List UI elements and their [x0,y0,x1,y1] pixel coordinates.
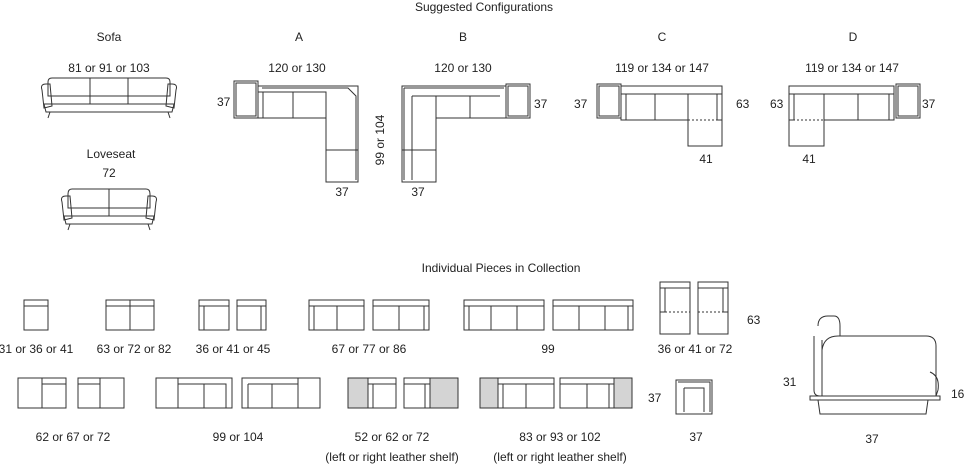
piece-2-dimension: 63 or 72 or 82 [96,342,172,356]
config-b-leg: 37 [411,185,425,199]
config-a-title: A [294,30,304,44]
config-c-right: 63 [736,97,750,111]
side-view-height: 31 [783,375,797,389]
piece-10-drawing [479,377,633,409]
config-d-left: 63 [770,97,784,111]
config-c-left: 37 [574,97,588,111]
piece-8-dimension: 99 or 104 [212,430,264,444]
config-a-depth: 99 or 104 [373,114,387,166]
piece-9-drawing [347,377,459,409]
piece-1-drawing [23,299,49,331]
piece-3-drawing [198,299,267,331]
piece-4-dimension: 67 or 77 or 86 [331,342,407,356]
config-d-chaise: 41 [802,152,816,166]
piece-1-dimension: 31 or 36 or 41 [0,342,74,356]
piece-11-drawing [675,379,713,415]
piece-4-drawing [308,299,430,331]
individual-pieces-heading: Individual Pieces in Collection [421,261,581,275]
piece-2-drawing [105,299,155,331]
piece-8-drawing [155,377,321,409]
side-view-arm: 16 [951,387,965,401]
config-a-width: 120 or 130 [268,61,326,75]
piece-7-drawing [17,377,125,409]
piece-6-drawing [659,281,729,335]
piece-11-side: 37 [648,391,662,405]
config-d-title: D [848,30,858,44]
config-d-width: 119 or 134 or 147 [805,61,899,75]
piece-6-dimension: 36 or 41 or 72 [657,342,733,356]
config-a-side: 37 [217,95,231,109]
config-a-leg: 37 [335,185,349,199]
loveseat-dimension: 72 [102,166,116,180]
piece-6-side: 63 [747,313,761,327]
config-c-chaise: 41 [699,152,713,166]
piece-5-drawing [463,299,634,331]
config-b-title: B [458,30,468,44]
loveseat-drawing [61,188,157,231]
config-b-side: 37 [534,97,548,111]
config-d-right: 37 [922,97,936,111]
sofa-drawing [41,77,177,119]
piece-11-dimension: 37 [689,430,703,444]
piece-9-dimension: 52 or 62 or 72 [354,430,430,444]
sofa-dimension: 81 or 91 or 103 [68,61,150,75]
sofa-title: Sofa [96,30,122,44]
piece-10-dimension: 83 or 93 or 102 [519,430,601,444]
config-c-drawing [596,83,723,147]
piece-5-dimension: 99 [541,342,555,356]
config-c-title: C [657,30,667,44]
config-b-width: 120 or 130 [434,61,492,75]
loveseat-title: Loveseat [86,147,136,161]
piece-3-dimension: 36 or 41 or 45 [195,342,271,356]
config-c-width: 119 or 134 or 147 [615,61,709,75]
side-view-depth: 37 [865,432,879,446]
config-d-drawing [788,83,921,147]
side-view-drawing [809,315,941,415]
suggested-configurations-heading: Suggested Configurations [414,0,554,14]
piece-7-dimension: 62 or 67 or 72 [35,430,111,444]
config-b-drawing [401,83,531,183]
piece-10-note: (left or right leather shelf) [493,450,627,464]
config-a-drawing [233,80,359,183]
piece-9-note: (left or right leather shelf) [325,450,459,464]
